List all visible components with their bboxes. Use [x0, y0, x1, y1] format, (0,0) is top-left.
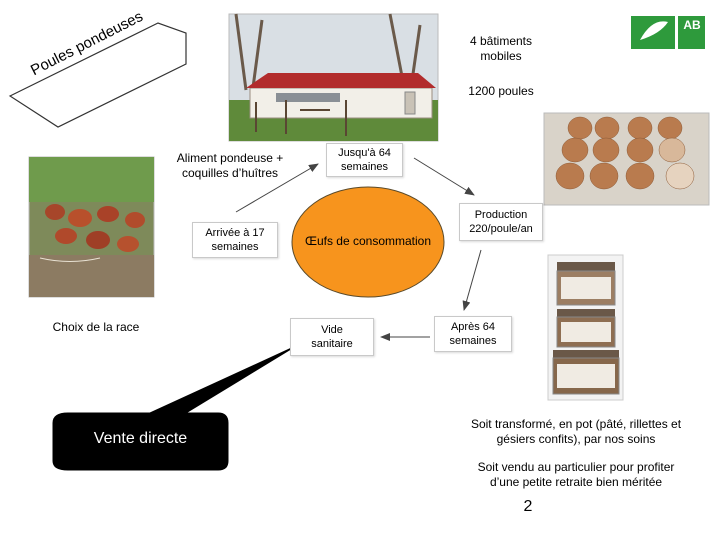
- transformed-line1: Soit transformé, en pot (pâté, rillettes…: [470, 417, 682, 431]
- breed-label: Choix de la race: [36, 320, 156, 335]
- direct-sale-label: Vente directe: [53, 430, 228, 448]
- buildings-label: 4 bâtiments mobiles: [446, 34, 556, 64]
- page-number-text: 2: [523, 498, 533, 515]
- feed-label: Aliment pondeuse + coquilles d’huîtres: [160, 151, 300, 181]
- arrow-until-to-production: [413, 157, 475, 196]
- banner-shape: [8, 22, 187, 128]
- production-box: Production 220/poule/an: [459, 203, 543, 241]
- page-number: 2: [518, 498, 538, 516]
- arrival-box: Arrivée à 17 semaines: [192, 222, 278, 258]
- buildings-line1: 4 bâtiments: [469, 34, 533, 48]
- sold-line1: Soit vendu au particulier pour profiter: [477, 460, 675, 474]
- transformed-line2: gésiers confits), par nos soins: [496, 432, 656, 446]
- after-box: Après 64 semaines: [434, 316, 512, 352]
- building-photo: [228, 13, 439, 142]
- arrow-production-to-after: [462, 249, 482, 311]
- production-line1: Production: [474, 209, 528, 221]
- logo-text-span: AB: [683, 18, 701, 32]
- logo-text: AB: [680, 18, 704, 32]
- sold-text: Soit vendu au particulier pour profiter …: [440, 460, 712, 490]
- center-text: Œufs de consommation: [304, 234, 432, 248]
- empty-line2: sanitaire: [311, 338, 353, 350]
- feed-line2: coquilles d’huîtres: [181, 166, 279, 180]
- until-line2: semaines: [340, 161, 389, 173]
- after-line1: Après 64: [450, 321, 495, 333]
- buildings-line2: mobiles: [480, 49, 522, 63]
- until-box: Jusqu'à 64 semaines: [326, 143, 403, 177]
- hens-count-text: 1200 poules: [468, 84, 534, 98]
- direct-sale-text: Vente directe: [93, 430, 188, 447]
- eggs-photo: [543, 112, 710, 206]
- organic-logo: [631, 16, 705, 49]
- arrival-line2: semaines: [211, 241, 259, 253]
- arrow-arrival-to-until: [235, 163, 319, 213]
- until-line1: Jusqu'à 64: [338, 147, 391, 159]
- empty-box: Vide sanitaire: [290, 318, 374, 356]
- direct-sale-callout: [52, 345, 297, 471]
- center-label: Œufs de consommation: [290, 234, 446, 248]
- sold-line2: d’une petite retraite bien méritée: [489, 475, 663, 489]
- production-line2: 220/poule/an: [469, 223, 533, 235]
- hens-photo: [28, 156, 155, 298]
- arrival-line1: Arrivée à 17: [205, 227, 265, 239]
- transformed-text: Soit transformé, en pot (pâté, rillettes…: [440, 417, 712, 447]
- jars-photo: [547, 254, 624, 401]
- feed-line1: Aliment pondeuse +: [176, 151, 284, 165]
- center-ellipse: [291, 186, 445, 298]
- breed-text: Choix de la race: [52, 320, 140, 334]
- hens-count-label: 1200 poules: [446, 84, 556, 99]
- after-line2: semaines: [449, 335, 497, 347]
- empty-line1: Vide: [321, 324, 343, 336]
